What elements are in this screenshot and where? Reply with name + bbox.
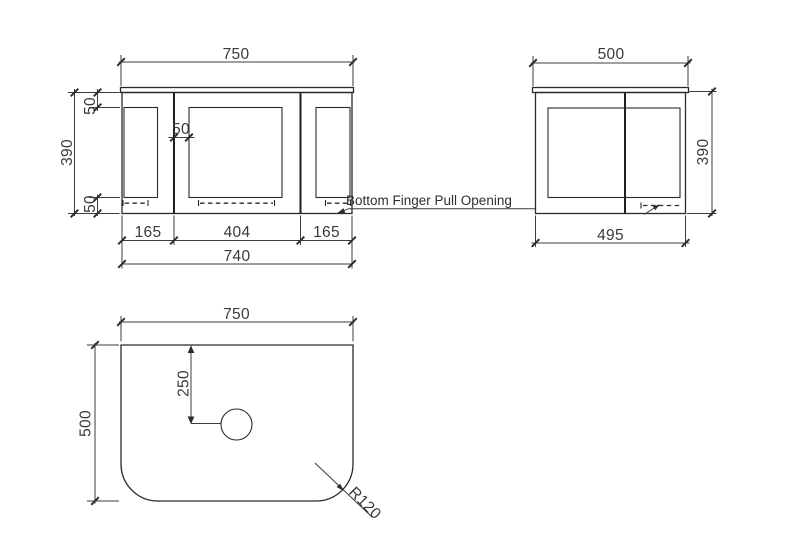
corner-radius-arrowhead [336, 483, 344, 491]
side-overall-height-value: 390 [695, 139, 712, 166]
front-overall-height-value: 390 [59, 139, 76, 166]
front-center-door-panel [188, 106, 283, 199]
plan-corner-radius-value: R120 [345, 484, 384, 523]
side-dim-overall-depth: 500 [528, 46, 693, 86]
front-finger-pull-openings [122, 200, 352, 206]
front-right-door-panel [315, 106, 351, 199]
finger-pull-leader-arrowhead [337, 208, 346, 214]
front-door-stile-value: 50 [172, 121, 190, 138]
side-panel [547, 107, 681, 199]
front-dim-overall-height: 390 [59, 88, 120, 218]
front-right-door-width-value: 165 [313, 224, 340, 241]
plan-countertop-outline [120, 344, 354, 502]
side-dim-carcass-depth: 495 [531, 215, 690, 248]
finger-pull-label: Bottom Finger Pull Opening [346, 193, 512, 208]
side-carcass-outline [534, 91, 687, 215]
front-top-rail-value: 50 [82, 97, 99, 115]
plan-tap-hole-setback-value: 250 [176, 370, 193, 397]
front-dim-door-stile: 50 [168, 121, 195, 142]
front-dim-bottom-segments: 165 404 165 740 [117, 215, 357, 269]
front-dim-bottom-rail: 50 [82, 193, 120, 218]
plan-tap-hole [220, 408, 253, 441]
front-bottom-rail-value: 50 [82, 195, 99, 213]
side-finger-pull-leader-arrow [643, 204, 660, 215]
plan-dim-overall-width: 750 [116, 306, 358, 342]
front-overall-width-value: 750 [223, 46, 250, 63]
front-center-door-width-value: 404 [224, 224, 251, 241]
finger-pull-annotation: Bottom Finger Pull Opening [337, 193, 535, 214]
side-dim-overall-height: 390 [687, 87, 717, 218]
front-dim-top-rail: 50 [82, 88, 120, 115]
plan-dim-overall-depth: 500 [78, 340, 119, 506]
side-elevation-view [531, 86, 690, 215]
plan-view [120, 344, 354, 502]
side-finger-pull-opening [640, 202, 681, 209]
front-carcass-outline [121, 91, 353, 215]
front-carcass-width-value: 740 [224, 248, 251, 265]
plan-dim-corner-radius: R120 [314, 462, 384, 523]
plan-overall-width-value: 750 [223, 306, 250, 323]
plan-dim-tap-hole-setback: 250 [176, 345, 221, 424]
front-elevation-view [119, 86, 355, 215]
side-countertop [531, 86, 690, 94]
side-overall-depth-value: 500 [598, 46, 625, 63]
side-carcass-depth-value: 495 [597, 227, 624, 244]
front-dim-overall-width: 750 [116, 46, 358, 86]
front-left-door-width-value: 165 [135, 224, 162, 241]
front-left-door-panel [123, 106, 159, 199]
plan-overall-depth-value: 500 [78, 410, 95, 437]
front-countertop [119, 86, 355, 94]
